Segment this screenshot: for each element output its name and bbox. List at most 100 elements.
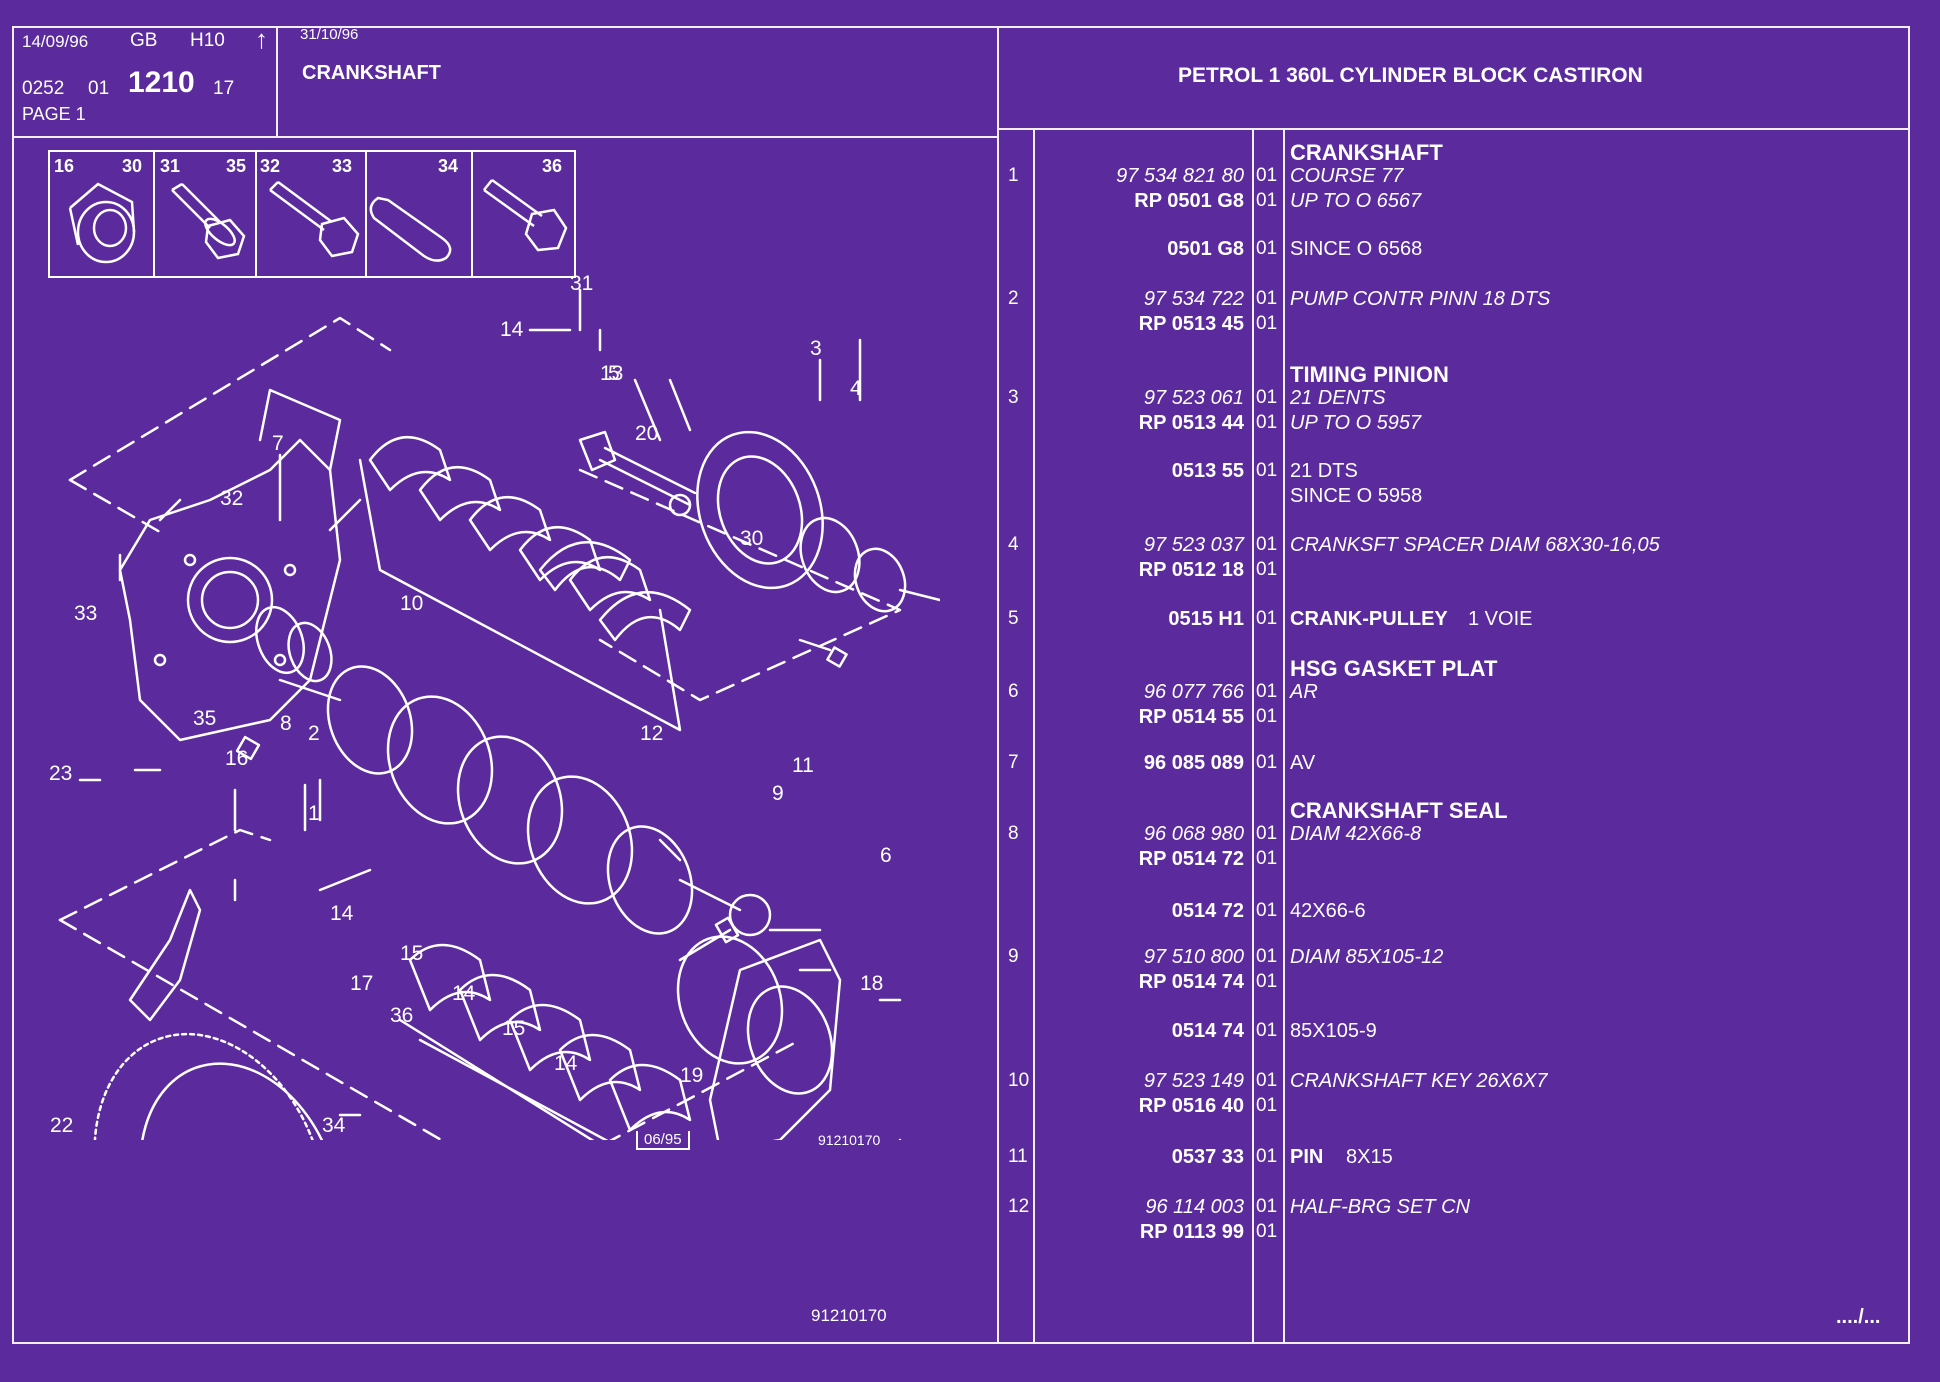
callout: 14 xyxy=(330,902,354,925)
part-description: 42X66-6 xyxy=(1290,900,1366,922)
part-quantity: 01 xyxy=(1256,946,1278,967)
thumb-label: 36 xyxy=(542,156,562,176)
thrust-washer xyxy=(598,590,692,642)
callout: 2 xyxy=(308,722,320,745)
part-quantity: 01 xyxy=(1256,1070,1278,1091)
header-page: PAGE 1 xyxy=(22,104,86,124)
part-index: 5 xyxy=(1008,608,1019,629)
header-code: H10 xyxy=(190,30,225,51)
exploded-diagram: 14 31 5 13 20 3 4 7 32 33 10 30 35 16 8 … xyxy=(49,272,940,1140)
part-reference: RP 0514 72 xyxy=(1138,848,1244,870)
part-quantity: 01 xyxy=(1256,608,1278,629)
callout: 22 xyxy=(50,1114,73,1137)
part-description: UP TO O 6567 xyxy=(1290,190,1422,212)
part-description: CRANKSFT SPACER DIAM 68X30-16,05 xyxy=(1290,534,1660,556)
crankshaft xyxy=(278,665,772,937)
callout: 20 xyxy=(635,422,658,445)
section-title: CRANKSHAFT xyxy=(302,62,441,84)
part-reference: RP 0501 G8 xyxy=(1134,190,1244,212)
part-quantity: 01 xyxy=(1256,559,1278,580)
callout: 19 xyxy=(680,1064,703,1087)
part-quantity: 01 xyxy=(1256,534,1278,555)
part-quantity: 01 xyxy=(1256,190,1278,211)
thumb-label: 16 xyxy=(54,156,74,176)
part-reference: RP 0513 44 xyxy=(1138,412,1244,434)
callout: 9 xyxy=(772,782,784,805)
part-reference: 0513 55 xyxy=(1171,460,1244,482)
part-description-suffix: 1 VOIE xyxy=(1468,608,1533,630)
assembly-outline xyxy=(609,1038,802,1140)
table-col-desc xyxy=(1283,128,1285,1344)
callout: 13 xyxy=(600,362,623,385)
part-description: CRANK-PULLEY xyxy=(1290,608,1448,630)
column-divider xyxy=(997,26,999,1344)
page-frame xyxy=(12,26,1910,1344)
part-quantity: 01 xyxy=(1256,387,1278,408)
part-description: CRANKSHAFT KEY 26X6X7 xyxy=(1290,1070,1548,1092)
callout: 15 xyxy=(502,1017,525,1040)
part-quantity: 01 xyxy=(1256,900,1278,921)
table-col-idx xyxy=(1033,128,1035,1344)
header-cell-divider xyxy=(276,26,278,137)
part-index: 12 xyxy=(1008,1196,1030,1217)
part-quantity: 01 xyxy=(1256,823,1278,844)
part-description: COURSE 77 xyxy=(1290,165,1404,187)
part-reference: 97 523 061 xyxy=(1143,387,1244,409)
up-arrow-icon: ↑ xyxy=(255,24,268,54)
bracket xyxy=(128,888,202,1022)
callout: 36 xyxy=(390,1004,413,1027)
callout: 5 xyxy=(608,362,620,385)
part-index: 10 xyxy=(1008,1070,1030,1091)
part-reference: 0514 72 xyxy=(1171,900,1244,922)
part-reference: 96 114 003 xyxy=(1145,1196,1244,1218)
part-quantity: 01 xyxy=(1256,752,1278,773)
flange-bolt-icon xyxy=(171,182,246,260)
part-reference: 97 523 149 xyxy=(1143,1070,1244,1092)
part-quantity: 01 xyxy=(1256,238,1278,259)
callout-labels: 14 31 5 13 20 3 4 7 32 33 10 30 35 16 8 … xyxy=(49,272,892,1137)
part-quantity: 01 xyxy=(1256,412,1278,433)
part-index: 9 xyxy=(1008,946,1019,967)
header-num-c: 17 xyxy=(213,78,235,99)
assembly-outline xyxy=(68,316,392,482)
part-reference: 0501 G8 xyxy=(1167,238,1244,260)
callout: 16 xyxy=(225,747,248,770)
diagram-ref-bottom: 91210170 xyxy=(811,1306,887,1325)
callout: 30 xyxy=(740,527,763,550)
callout: 32 xyxy=(220,487,243,510)
part-reference: 97 534 821 80 xyxy=(1116,165,1244,187)
table-col-qty xyxy=(1252,128,1254,1344)
part-reference: RP 0514 55 xyxy=(1138,706,1244,728)
callout: 31 xyxy=(570,272,593,295)
callout: 7 xyxy=(272,432,284,455)
part-reference: 0537 33 xyxy=(1171,1146,1244,1168)
thumb-label: 34 xyxy=(438,156,458,176)
part-description: DIAM 85X105-12 xyxy=(1290,946,1444,968)
callout: 15 xyxy=(400,942,423,965)
part-index: 6 xyxy=(1008,681,1019,702)
callout: 23 xyxy=(49,762,72,785)
callout: 35 xyxy=(193,707,216,730)
fastener-thumbnails: 16 30 31 35 32 33 34 36 xyxy=(48,150,576,278)
hex-bolt-icon xyxy=(483,178,568,252)
callout: 3 xyxy=(810,337,822,360)
callout: 33 xyxy=(74,602,97,625)
part-index: 8 xyxy=(1008,823,1019,844)
part-quantity: 01 xyxy=(1256,1196,1278,1217)
part-description-suffix: 8X15 xyxy=(1346,1146,1393,1168)
part-description: HALF-BRG SET CN xyxy=(1290,1196,1471,1218)
screw-icon xyxy=(269,180,360,258)
part-index: 4 xyxy=(1008,534,1019,555)
part-index: 1 xyxy=(1008,165,1019,186)
header-num-main: 1210 xyxy=(128,66,195,99)
callout: 18 xyxy=(860,972,883,995)
part-heading: CRANKSHAFT xyxy=(1290,140,1443,165)
part-index: 7 xyxy=(1008,752,1019,773)
thrust-washer xyxy=(538,540,632,592)
flywheel xyxy=(93,1032,341,1140)
part-reference: RP 0512 18 xyxy=(1138,559,1244,581)
part-reference: 97 523 037 xyxy=(1143,534,1244,556)
part-reference: 0515 H1 xyxy=(1168,608,1244,630)
part-quantity: 01 xyxy=(1256,313,1278,334)
part-description: DIAM 42X66-8 xyxy=(1290,823,1422,845)
